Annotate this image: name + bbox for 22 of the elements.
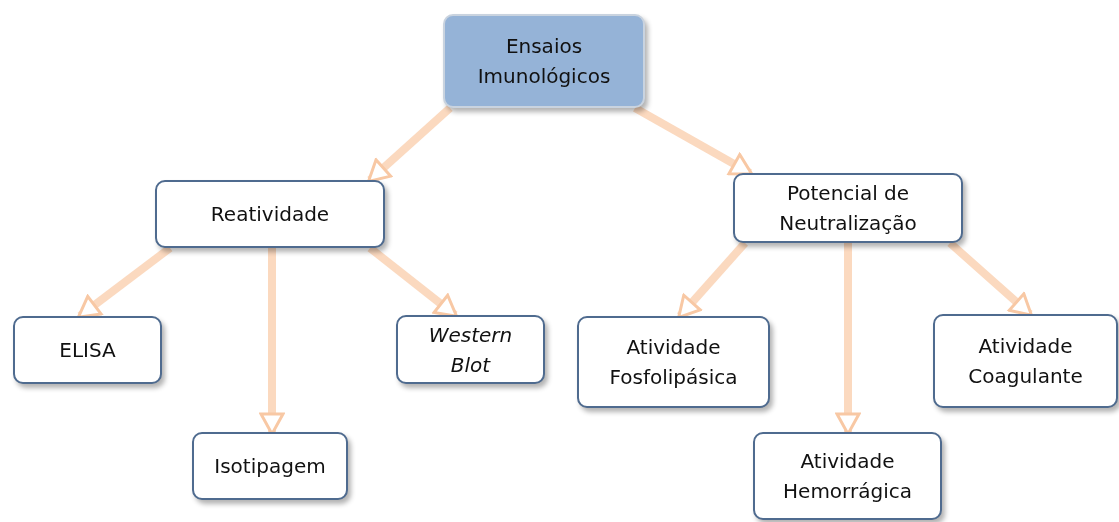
arrow — [947, 240, 1033, 317]
process-box — [933, 314, 1118, 408]
box-label: ELISA — [59, 337, 116, 364]
process-box — [733, 173, 963, 243]
arrow — [633, 104, 754, 177]
process-box — [155, 180, 385, 248]
box-label: Isotipagem — [214, 453, 326, 480]
box-label: Reatividade — [210, 201, 330, 228]
process-box — [396, 315, 545, 384]
title-box — [443, 14, 645, 108]
box-label: Atividade Hemorrágica — [782, 448, 913, 505]
process-box — [13, 316, 162, 384]
box-label: Ensaios Imunológicos — [476, 33, 612, 90]
arrow — [367, 105, 453, 183]
process-box — [192, 432, 348, 500]
process-box — [753, 432, 942, 520]
box-label: Atividade Fosfolipásica — [608, 334, 739, 391]
process-box — [577, 316, 770, 408]
box-label: Atividade Coagulante — [967, 333, 1084, 390]
box-label: Potencial de Neutralização — [778, 180, 918, 237]
arrow — [677, 240, 748, 319]
box-label: Western Blot — [427, 321, 514, 379]
